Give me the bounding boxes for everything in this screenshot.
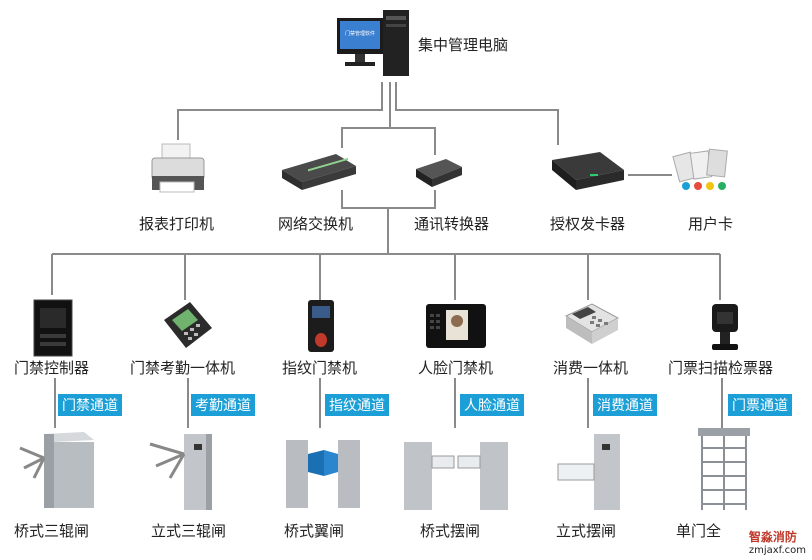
gate-label-3: 桥式翼闸 <box>284 522 345 540</box>
management-computer: 门禁管理软件 <box>335 6 415 82</box>
controller-label-2: 门禁考勤一体机 <box>130 359 236 377</box>
gate-vertical-tripod <box>146 430 228 518</box>
network-switch-label: 网络交换机 <box>278 215 354 233</box>
controller-label-1: 门禁控制器 <box>14 359 90 377</box>
channel-tag-6: 门票通道 <box>728 394 792 416</box>
channel-tag-2: 考勤通道 <box>191 394 255 416</box>
communication-converter-label: 通讯转换器 <box>414 215 490 233</box>
gate-vertical-swing <box>552 430 634 518</box>
gate-bridge-wing <box>282 432 364 516</box>
attendance-terminal <box>160 300 216 356</box>
controller-label-3: 指纹门禁机 <box>282 359 358 377</box>
watermark-site: zmjaxf.com <box>748 545 806 556</box>
channel-tag-1: 门禁通道 <box>58 394 122 416</box>
gate-label-5: 立式摆闸 <box>556 522 617 540</box>
payment-terminal <box>562 302 622 352</box>
wing-gate-icon <box>286 440 360 508</box>
full-height-turnstile-icon <box>698 428 750 510</box>
management-computer-label: 集中管理电脑 <box>418 36 509 54</box>
ticket-scanner <box>708 300 742 358</box>
controller-label-4: 人脸门禁机 <box>418 359 494 377</box>
channel-tag-5: 消费通道 <box>593 394 657 416</box>
watermark: 智淼消防 zmjaxf.com <box>749 528 806 556</box>
controller-label-5: 消费一体机 <box>553 359 629 377</box>
tripod-turnstile-icon <box>19 432 94 508</box>
fingerprint-terminal <box>306 298 336 358</box>
fingerprint-icon <box>308 300 334 352</box>
controller-label-6: 门票扫描检票器 <box>668 359 774 377</box>
vertical-swing-icon <box>557 434 620 510</box>
computer-screen-text: 门禁管理软件 <box>344 31 375 37</box>
gate-label-1: 桥式三辊闸 <box>14 522 90 540</box>
converter-icon <box>416 159 462 187</box>
gate-full-height <box>694 424 754 518</box>
communication-converter <box>410 155 466 195</box>
ticket-scanner-icon <box>712 304 738 350</box>
gate-label-4: 桥式摆闸 <box>420 522 481 540</box>
user-card-label: 用户卡 <box>688 215 734 233</box>
card-issuer <box>546 148 628 200</box>
card-issuer-label: 授权发卡器 <box>550 215 626 233</box>
payment-terminal-icon <box>564 303 620 344</box>
printer-icon <box>151 143 205 193</box>
access-controller-icon <box>33 299 73 357</box>
gate-label-2: 立式三辊闸 <box>151 522 227 540</box>
face-terminal-icon <box>426 304 486 348</box>
printer <box>148 140 208 200</box>
vertical-tripod-icon <box>149 434 212 510</box>
gate-label-6: 单门全 <box>676 522 722 540</box>
user-cards <box>672 146 742 198</box>
printer-label: 报表打印机 <box>139 215 215 233</box>
access-controller <box>32 298 74 362</box>
user-card-icon <box>672 148 728 190</box>
watermark-name: 智淼消防 <box>748 530 797 544</box>
gate-bridge-tripod <box>14 428 106 518</box>
computer-icon <box>337 10 409 76</box>
swing-gate-icon <box>404 442 508 510</box>
network-switch-icon <box>282 154 356 190</box>
channel-tag-3: 指纹通道 <box>325 394 389 416</box>
card-issuer-icon <box>552 152 624 190</box>
attendance-terminal-icon <box>164 302 212 348</box>
face-terminal <box>424 302 488 354</box>
gate-bridge-swing <box>400 434 510 518</box>
network-switch <box>278 150 360 198</box>
channel-tag-4: 人脸通道 <box>460 394 524 416</box>
